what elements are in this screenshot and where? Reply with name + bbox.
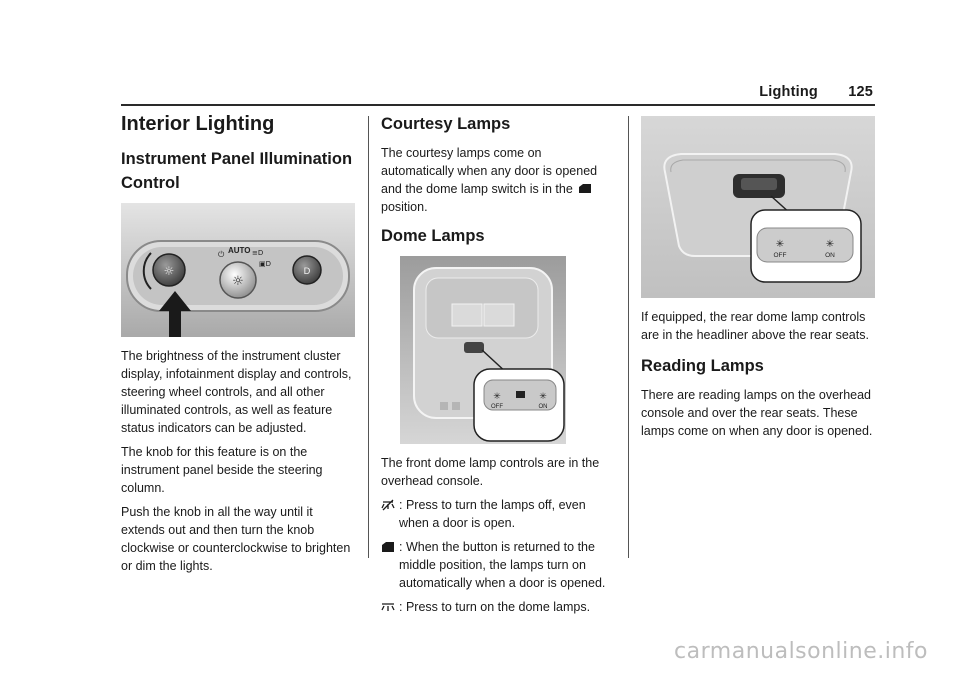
reading-heading: Reading Lamps bbox=[641, 357, 764, 375]
door-icon bbox=[579, 184, 592, 193]
dome-heading: Dome Lamps bbox=[381, 227, 485, 245]
courtesy-heading: Courtesy Lamps bbox=[381, 115, 511, 133]
svg-text:⏻: ⏻ bbox=[218, 250, 225, 259]
section-title: Lighting bbox=[759, 84, 818, 100]
instrument-panel-figure: ☼ ☼ ⏻ AUTO ≡D ▣D D bbox=[121, 203, 355, 337]
svg-text:OFF: OFF bbox=[774, 252, 787, 259]
paragraph-knob-location: The knob for this feature is on the inst… bbox=[121, 445, 323, 495]
column-3: ✳ ✳ OFF ON If equipped, the rear dome la… bbox=[641, 110, 875, 446]
control-door: : When the button is returned to the mid… bbox=[381, 538, 615, 592]
svg-text:▣D: ▣D bbox=[259, 260, 271, 268]
front-dome-lamp-figure: ✳ ✳ OFF ON bbox=[400, 256, 566, 444]
column-2: Courtesy Lamps The courtesy lamps come o… bbox=[381, 110, 615, 622]
paragraph-knob-usage: Push the knob in all the way until it ex… bbox=[121, 505, 351, 573]
svg-text:OFF: OFF bbox=[491, 404, 503, 410]
svg-text:✳: ✳ bbox=[826, 239, 834, 250]
svg-text:≡D: ≡D bbox=[252, 249, 263, 257]
svg-text:☼: ☼ bbox=[232, 274, 244, 289]
svg-text:☼: ☼ bbox=[164, 264, 175, 278]
page-number: 125 bbox=[848, 84, 873, 100]
svg-text:✳: ✳ bbox=[539, 392, 547, 402]
running-header: Lighting 125 bbox=[0, 84, 873, 100]
paragraph-brightness: The brightness of the instrument cluster… bbox=[121, 349, 352, 435]
door-icon bbox=[382, 542, 394, 552]
lamp-on-icon bbox=[381, 603, 395, 611]
svg-text:✳: ✳ bbox=[776, 239, 784, 250]
watermark: carmanualsonline.info bbox=[674, 639, 928, 664]
courtesy-paragraph: The courtesy lamps come on automatically… bbox=[381, 146, 598, 214]
rear-dome-paragraph: If equipped, the rear dome lamp controls… bbox=[641, 310, 869, 342]
subsection-heading: Instrument Panel Illumination Control bbox=[121, 150, 353, 192]
lamp-off-icon bbox=[381, 499, 395, 511]
control-lamp-on: : Press to turn on the dome lamps. bbox=[381, 598, 615, 616]
svg-text:AUTO: AUTO bbox=[228, 246, 251, 255]
header-rule bbox=[121, 104, 875, 106]
svg-text:✳: ✳ bbox=[493, 392, 501, 402]
column-1: Interior Lighting Instrument Panel Illum… bbox=[121, 110, 355, 581]
section-heading: Interior Lighting bbox=[121, 113, 275, 135]
column-divider-left bbox=[368, 116, 369, 558]
svg-text:D: D bbox=[304, 267, 311, 277]
rear-dome-lamp-figure: ✳ ✳ OFF ON bbox=[641, 116, 875, 298]
column-divider-right bbox=[628, 116, 629, 558]
control-lamp-off: : Press to turn the lamps off, even when… bbox=[381, 496, 615, 532]
svg-text:ON: ON bbox=[825, 252, 835, 259]
reading-paragraph: There are reading lamps on the overhead … bbox=[641, 388, 873, 438]
dome-intro-paragraph: The front dome lamp controls are in the … bbox=[381, 456, 600, 488]
svg-text:ON: ON bbox=[539, 404, 548, 410]
